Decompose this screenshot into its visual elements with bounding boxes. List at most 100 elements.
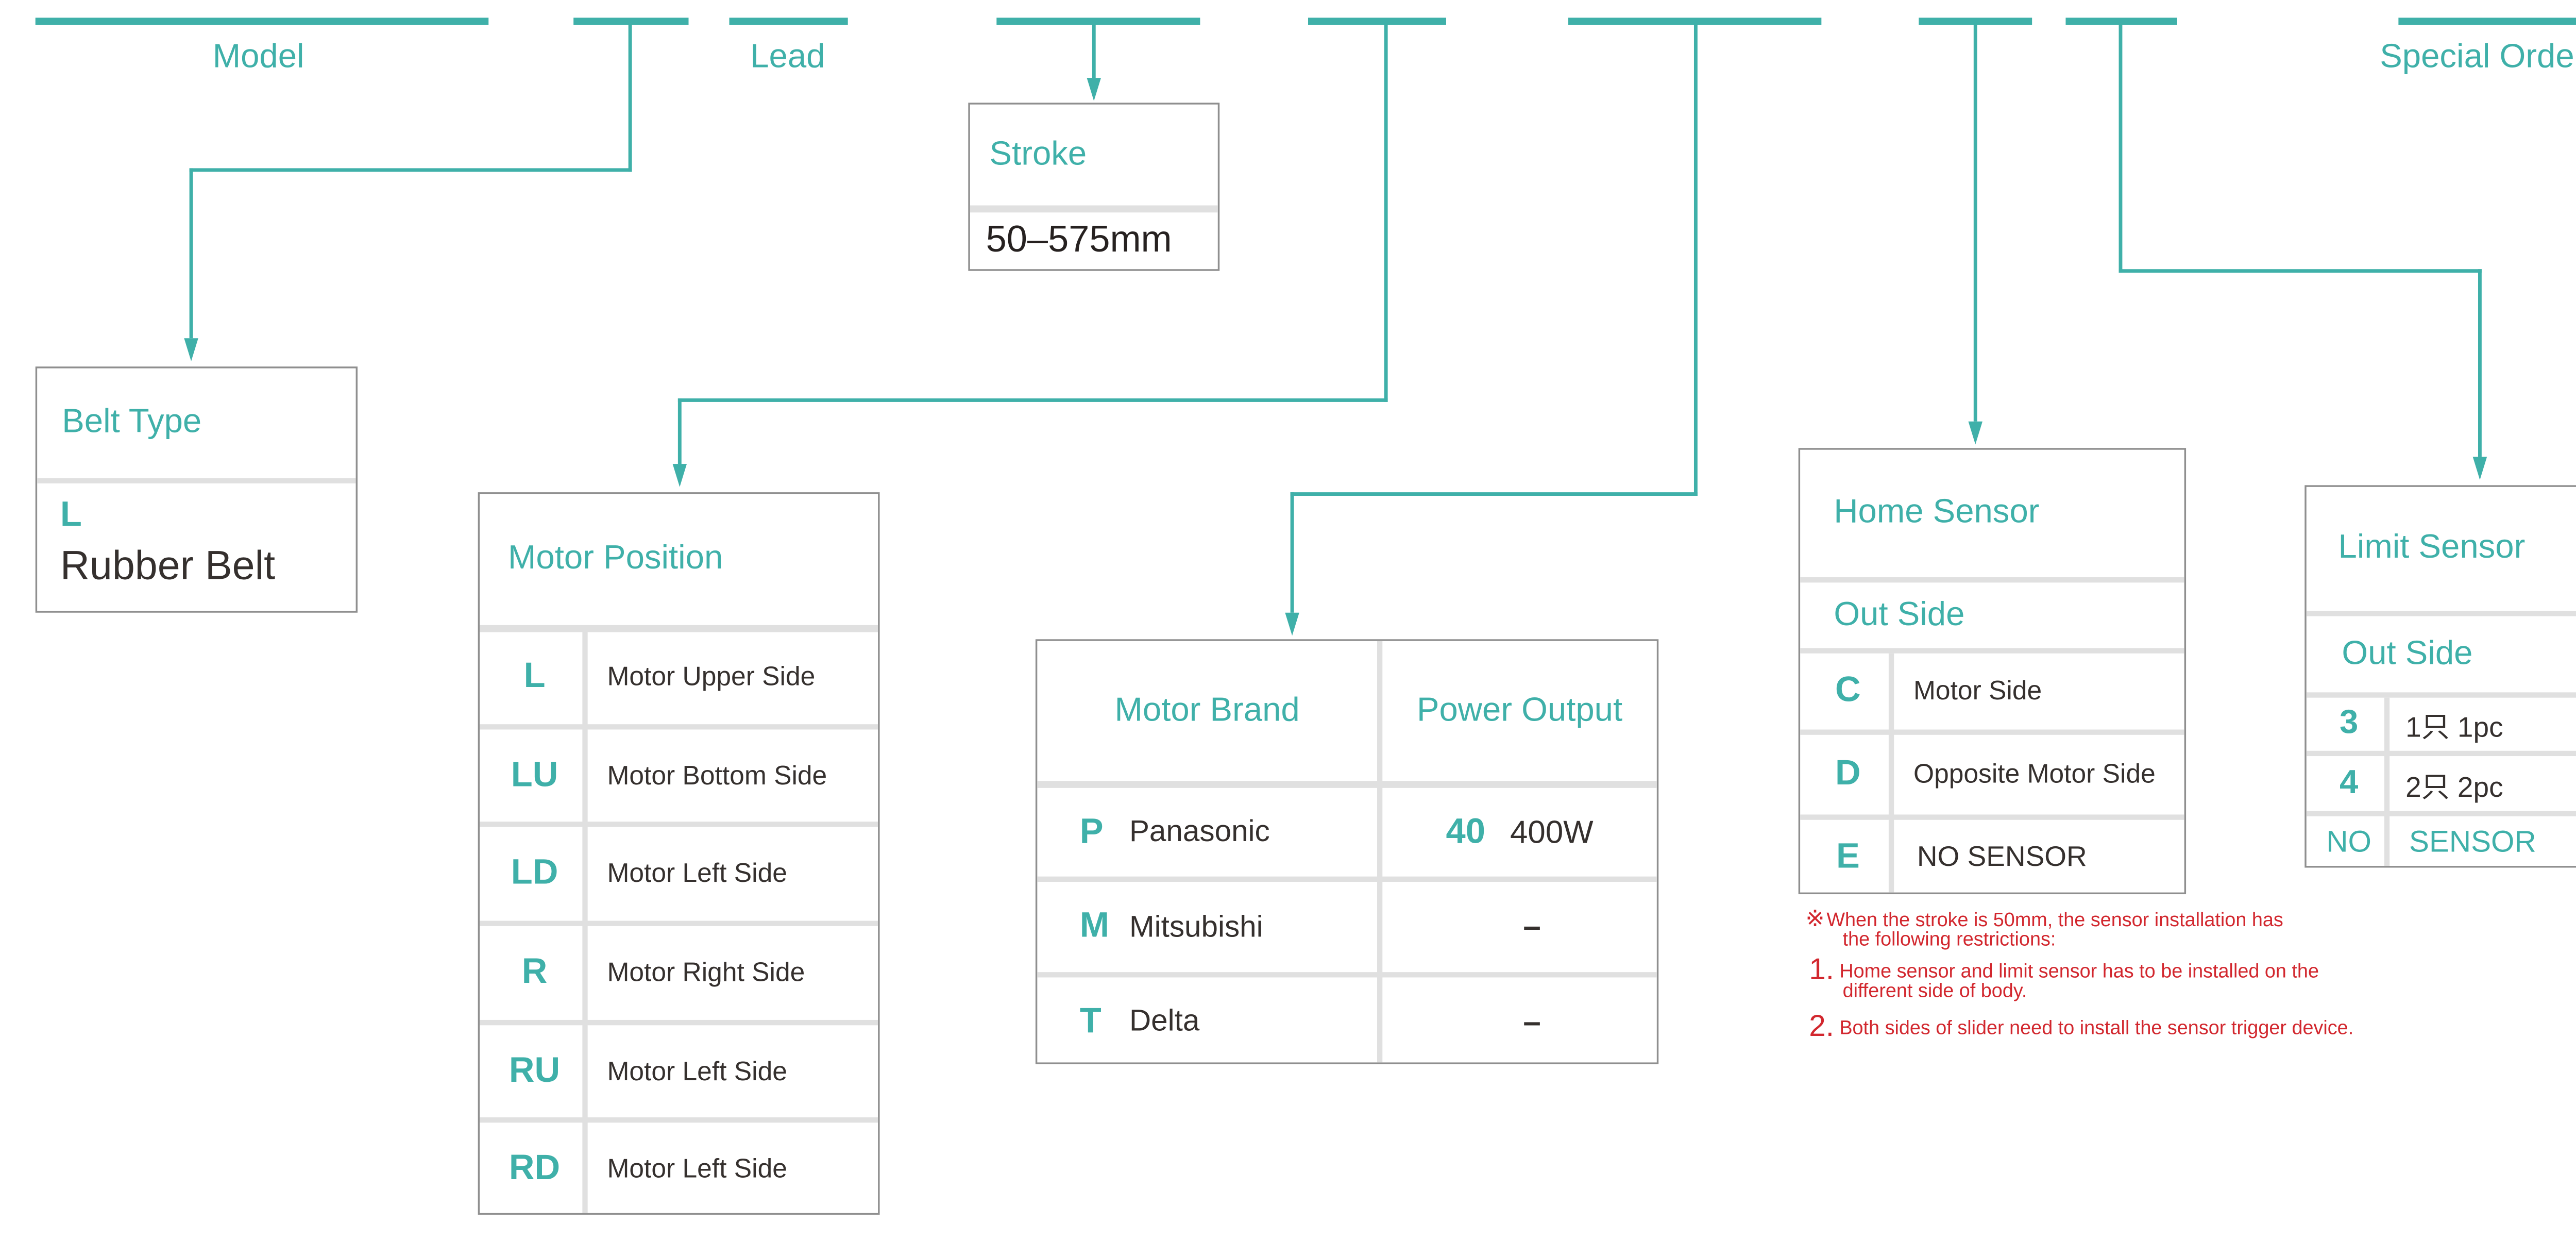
row-brand: Mitsubishi — [1129, 909, 1263, 943]
row-code: R — [521, 952, 548, 992]
note-text: Home sensor and limit sensor has to be i… — [1839, 961, 2319, 983]
table-row: R Motor Right Side — [483, 926, 874, 1020]
column-divider — [1377, 641, 1383, 1063]
table-row: 4 2只 2pc — [2310, 756, 2576, 811]
connector-line — [2119, 23, 2123, 273]
motor-brand-table: Motor Brand Power Output P Panasonic 40 … — [1035, 639, 1659, 1066]
divider — [2306, 692, 2576, 698]
down-arrow-icon — [1968, 421, 1982, 445]
connector-line — [2119, 269, 2482, 273]
row-power: – — [1523, 908, 1541, 944]
divider — [2306, 611, 2576, 616]
connector-line — [1973, 23, 1977, 422]
row-code: NO — [2326, 825, 2371, 859]
row-power: 400W — [1510, 813, 1594, 849]
header-cell: Motor Brand — [1037, 641, 1377, 781]
column-divider — [2384, 697, 2390, 866]
divider — [970, 205, 1218, 213]
connector-line — [189, 168, 632, 172]
row-code: 4 — [2339, 764, 2359, 801]
row-code: 3 — [2339, 705, 2359, 742]
down-arrow-icon — [672, 464, 687, 487]
note-line: 2.Both sides of slider need to install t… — [1809, 1011, 2353, 1041]
connector-line — [628, 23, 632, 172]
table-row: M Mitsubishi – — [1041, 882, 1653, 972]
divider — [480, 724, 878, 730]
row-code: T — [1079, 1001, 1101, 1041]
reference-mark-icon: ※ — [1805, 905, 1825, 932]
limit-sensor-subtitle: Out Side — [2342, 634, 2473, 672]
note-text: different side of body. — [1842, 981, 2027, 1002]
row-brand: Delta — [1129, 1004, 1200, 1038]
stroke-box: Stroke 50–575mm — [968, 103, 1220, 271]
row-desc: Motor Right Side — [607, 958, 805, 989]
note-line: 1.Home sensor and limit sensor has to be… — [1809, 955, 2319, 984]
segment-bar-home-sensor — [1919, 18, 2032, 25]
table-row: LU Motor Bottom Side — [483, 730, 874, 822]
connector-line — [189, 168, 193, 339]
note-line: different side of body. — [1843, 981, 2027, 1004]
row-code: M — [1079, 907, 1110, 946]
connector-line — [1693, 23, 1698, 496]
power-output-title: Power Output — [1416, 691, 1623, 729]
row-code: E — [1836, 838, 1860, 877]
divider — [480, 1117, 878, 1123]
divider — [1800, 814, 2184, 820]
stroke-title-text: Stroke — [989, 135, 1087, 173]
divider — [480, 920, 878, 926]
model-label: Model — [212, 39, 304, 76]
segment-bar-lead — [729, 18, 848, 25]
segment-bar-belt-type — [573, 18, 689, 25]
row-desc: Motor Upper Side — [607, 662, 816, 693]
note-line: the following restrictions: — [1843, 930, 2056, 953]
belt-type-box: Belt Type L Rubber Belt — [35, 366, 358, 613]
divider — [480, 625, 878, 632]
limit-sensor-table: Limit Sensor Out Side 3 1只 1pc 4 2只 2pc … — [2304, 485, 2576, 869]
home-sensor-subtitle: Out Side — [1834, 596, 1965, 633]
row-code: L — [523, 657, 546, 696]
motor-position-table: Motor Position L Motor Upper Side LU Mot… — [478, 492, 880, 1215]
row-code: P — [1079, 812, 1104, 851]
note-text: the following restrictions: — [1842, 929, 2056, 951]
stroke-title: Stroke — [974, 105, 1214, 206]
note-line: ※When the stroke is 50mm, the sensor ins… — [1805, 907, 2283, 933]
segment-bar-special-order — [2398, 18, 2576, 25]
divider — [480, 822, 878, 827]
table-row: RD Motor Left Side — [483, 1123, 874, 1216]
connector-line — [2478, 269, 2482, 457]
special-order-label: Special Order No. — [2380, 39, 2576, 76]
down-arrow-icon — [1087, 78, 1101, 101]
down-arrow-icon — [1285, 612, 1299, 636]
divider — [1800, 729, 2184, 735]
divider — [1037, 781, 1657, 788]
row-power: – — [1523, 1003, 1541, 1039]
connector-line — [1092, 23, 1096, 78]
divider — [1037, 876, 1657, 882]
divider — [480, 1019, 878, 1026]
table-row: 3 1只 1pc — [2310, 698, 2576, 751]
table-row: T Delta – — [1041, 978, 1653, 1066]
belt-type-code: L — [60, 495, 82, 535]
row-desc: Opposite Motor Side — [1913, 759, 2156, 790]
down-arrow-icon — [184, 338, 198, 361]
table-row: NO SENSOR — [2310, 816, 2576, 869]
row-brand: Panasonic — [1129, 814, 1270, 848]
row-desc: 2只 2pc — [2405, 773, 2503, 803]
header-cell: Power Output — [1382, 641, 1657, 781]
table-row: P Panasonic 40 400W — [1041, 788, 1653, 877]
row-desc: 1只 1pc — [2405, 713, 2503, 744]
row-desc: Motor Left Side — [607, 1154, 787, 1185]
connector-line — [677, 398, 1388, 402]
motor-brand-title: Motor Brand — [1114, 691, 1300, 729]
row-code: C — [1835, 671, 1861, 710]
row-code: RU — [509, 1051, 561, 1090]
divider — [2306, 811, 2576, 816]
note-text: When the stroke is 50mm, the sensor inst… — [1826, 910, 2283, 932]
lead-label: Lead — [750, 39, 825, 76]
divider — [1800, 648, 2184, 654]
table-row: D Opposite Motor Side — [1804, 735, 2181, 815]
segment-bar-model — [35, 18, 489, 25]
home-sensor-title: Home Sensor — [1834, 494, 2040, 531]
table-row: C Motor Side — [1804, 654, 2181, 730]
table-row: L Motor Upper Side — [483, 630, 874, 724]
